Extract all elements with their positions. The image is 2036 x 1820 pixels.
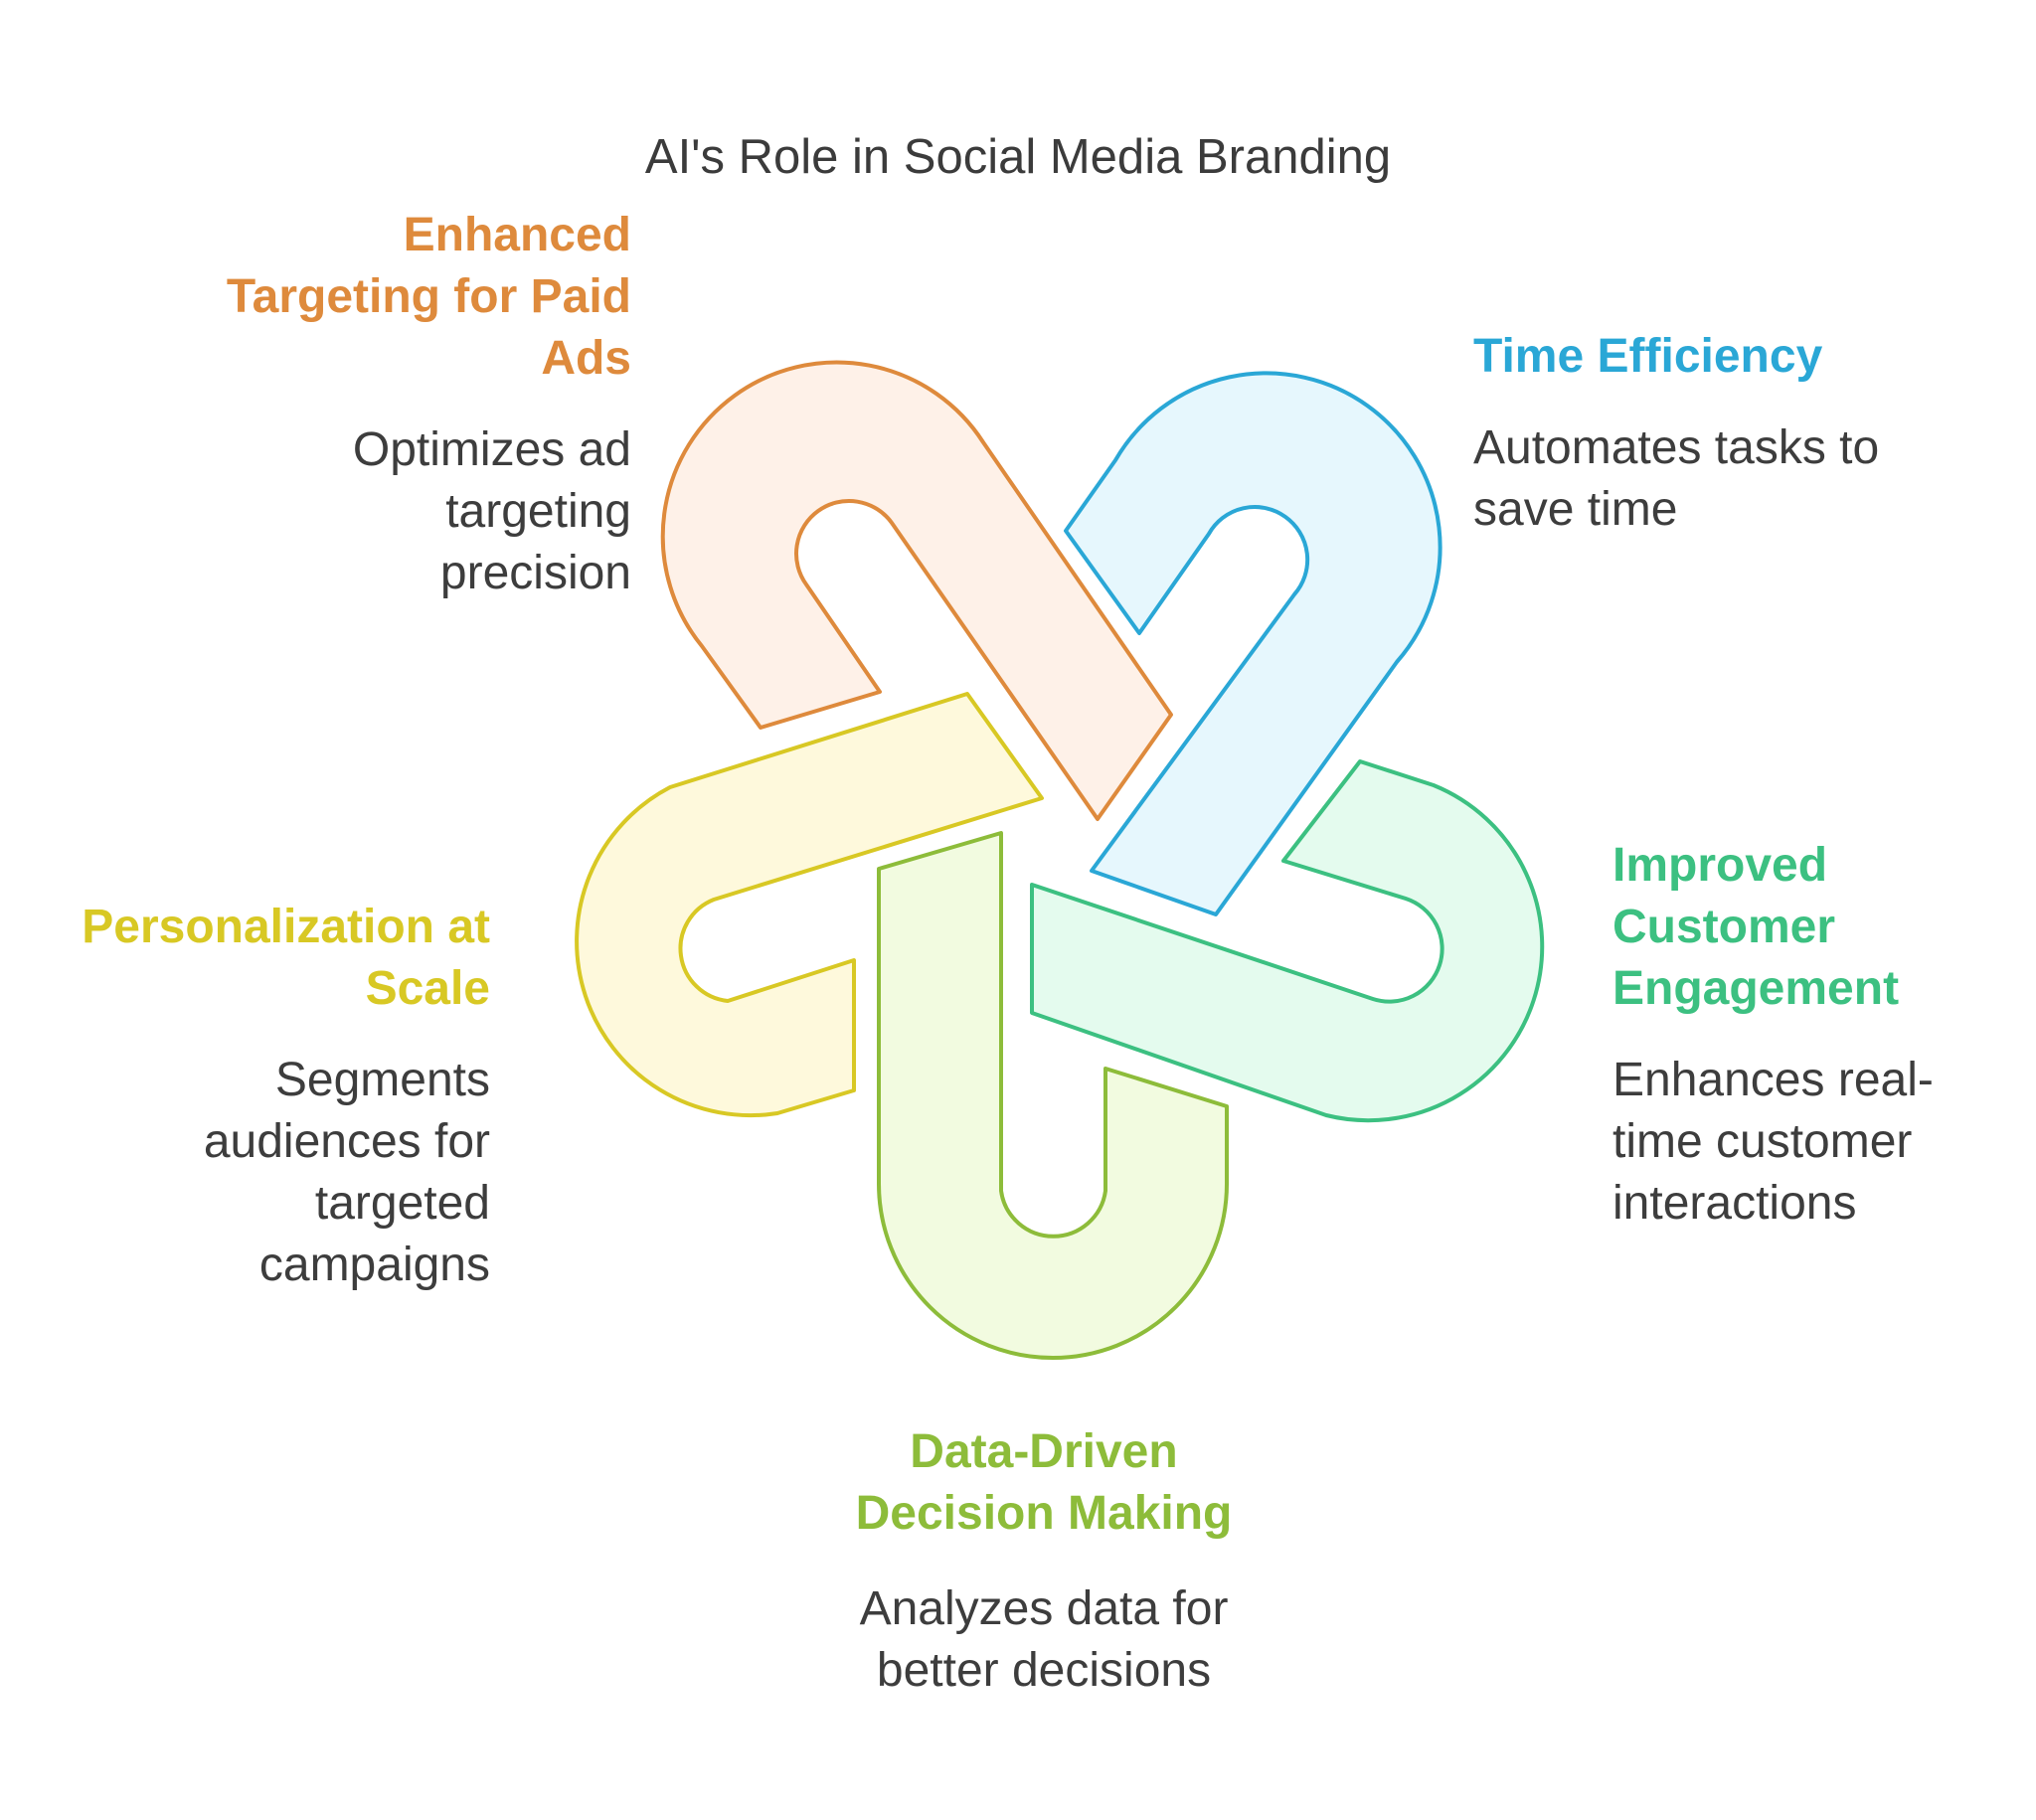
- item-description: Analyzes data for better decisions: [859, 1582, 1229, 1697]
- personalization-loop-shape: [575, 692, 1044, 1118]
- time-efficiency-loop-shape: [1064, 371, 1442, 916]
- item-heading: Data-Driven Decision Making: [855, 1425, 1233, 1540]
- item-heading: Time Efficiency: [1473, 330, 1823, 383]
- engagement-loop-shape: [1030, 759, 1545, 1123]
- item-description: Segments audiences for targeted campaign…: [203, 1054, 490, 1291]
- targeting-loop-shape: [660, 360, 1173, 821]
- item-heading: Enhanced Targeting for Paid Ads: [226, 209, 631, 385]
- item-description: Enhances real-time customer interactions: [1612, 1054, 1934, 1230]
- item-heading: Improved Customer Engagement: [1612, 839, 1900, 1015]
- item-time-efficiency: Time Efficiency Automates tasks to save …: [1473, 326, 1901, 541]
- item-customer-engagement: Improved Customer Engagement Enhances re…: [1612, 835, 2010, 1235]
- diagram-title: AI's Role in Social Media Branding: [644, 130, 1392, 184]
- data-driven-loop-shape: [877, 831, 1229, 1360]
- item-data-driven: Data-Driven Decision Making Analyzes dat…: [825, 1421, 1263, 1702]
- item-personalization: Personalization at Scale Segments audien…: [33, 897, 490, 1296]
- item-heading: Personalization at Scale: [82, 901, 490, 1015]
- item-description: Optimizes ad targeting precision: [352, 423, 631, 599]
- item-enhanced-targeting: Enhanced Targeting for Paid Ads Optimize…: [114, 205, 631, 604]
- item-description: Automates tasks to save time: [1473, 421, 1880, 536]
